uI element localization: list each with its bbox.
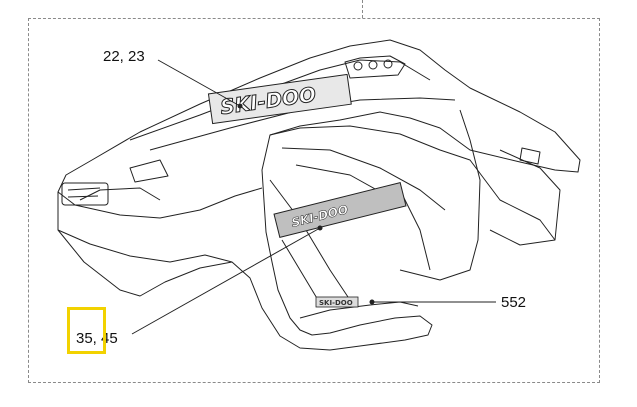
hood-outline (57, 39, 581, 351)
top-divider-tick (362, 0, 363, 18)
leader-dot-552 (369, 299, 375, 305)
leader-dot-22-23 (237, 103, 243, 109)
lower-badge-text: SKI-DOO (319, 299, 353, 307)
diagram-frame (28, 18, 600, 383)
hood-ridge (129, 59, 431, 141)
callout-22-23: 22, 23 (103, 48, 145, 65)
leader-35-45 (131, 227, 321, 335)
leader-dot-35-45 (317, 225, 323, 231)
callout-552: 552 (501, 294, 527, 311)
leader-22-23 (157, 59, 241, 107)
lower-badge-panel (315, 296, 359, 308)
callout-35-45: 35, 45 (76, 330, 118, 347)
callout-highlight-box (67, 307, 106, 354)
side-decal-panel (207, 73, 352, 125)
strip-decal-panel (273, 182, 407, 238)
